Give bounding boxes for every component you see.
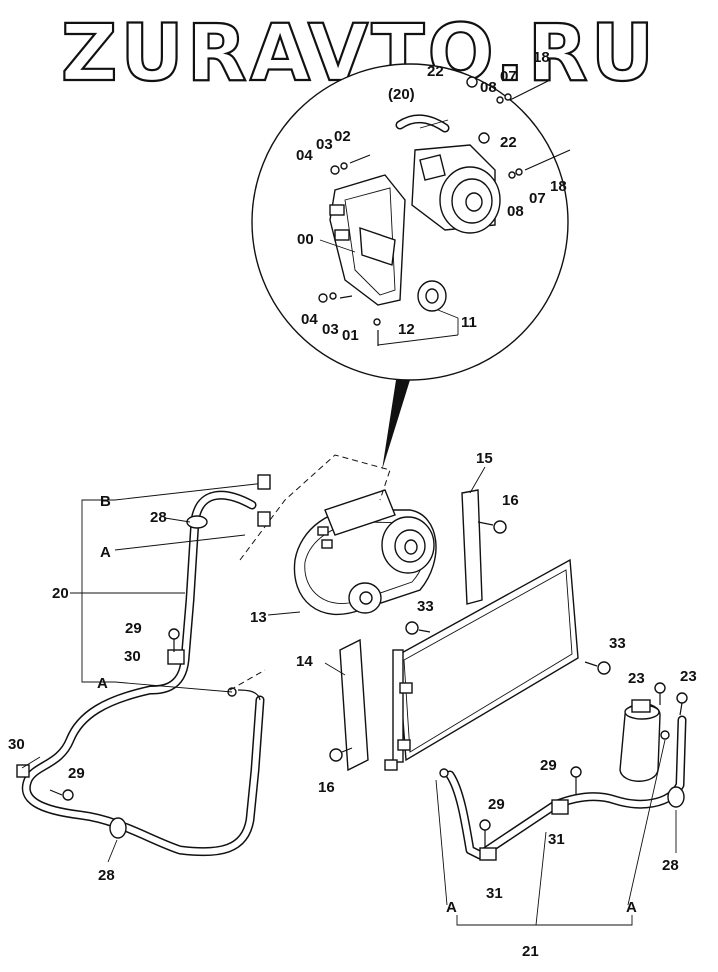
hose-20 — [21, 490, 265, 857]
label-29-upper: 29 — [125, 620, 142, 637]
bolts — [49, 520, 688, 848]
ref-B: B — [100, 493, 111, 510]
bracket-14 — [339, 638, 369, 772]
label-07-lower: 07 — [529, 190, 546, 207]
label-29-left: 29 — [68, 765, 85, 782]
label-28-top: 28 — [150, 509, 167, 526]
label-13: 13 — [250, 609, 267, 626]
label-28-right: 28 — [662, 857, 679, 874]
label-12: 12 — [398, 321, 415, 338]
label-04-lower: 04 — [301, 311, 318, 328]
label-31-lower: 31 — [486, 885, 503, 902]
label-22-lower: 22 — [500, 134, 517, 151]
ref-A-upper: A — [100, 544, 111, 561]
label-30-upper: 30 — [124, 648, 141, 665]
label-08-upper: 08 — [480, 79, 497, 96]
label-29-center: 29 — [488, 796, 505, 813]
label-00: 00 — [297, 231, 314, 248]
label-21: 21 — [522, 943, 539, 960]
condenser — [384, 558, 579, 771]
fitting-upper — [257, 474, 271, 490]
label-22-upper: 22 — [427, 63, 444, 80]
detail-view: 00 01 02 03 03 04 04 07 07 08 08 11 12 1… — [251, 49, 571, 470]
label-33-right: 33 — [609, 635, 626, 652]
label-20-detail: (20) — [388, 86, 415, 103]
clamp-28-right — [667, 786, 685, 808]
clamp-31-right — [551, 799, 569, 815]
label-23-left: 23 — [628, 670, 645, 687]
label-18-upper: 18 — [533, 49, 550, 66]
ref-A-left: A — [97, 675, 108, 692]
label-28-left: 28 — [98, 867, 115, 884]
label-14: 14 — [296, 653, 313, 670]
watermark-text: ZURAVTO.RU — [61, 9, 657, 99]
idler-pulley-detail — [417, 280, 447, 312]
label-23-right: 23 — [680, 668, 697, 685]
hose-21 — [445, 715, 687, 860]
label-04-upper: 04 — [296, 147, 313, 164]
label-18-lower: 18 — [550, 178, 567, 195]
label-07-upper: 07 — [500, 68, 517, 85]
clamp-30-upper — [167, 649, 185, 665]
ref-A-bottom-right: A — [626, 899, 637, 916]
label-08-lower: 08 — [507, 203, 524, 220]
fitting-lower — [257, 511, 271, 527]
label-01: 01 — [342, 327, 359, 344]
compressor-bracket — [329, 174, 406, 306]
compressor-belt-assembly — [293, 489, 437, 615]
label-31-right: 31 — [548, 831, 565, 848]
clamp-28-upper — [186, 515, 208, 529]
label-33-upper: 33 — [417, 598, 434, 615]
label-02: 02 — [334, 128, 351, 145]
label-03-lower: 03 — [322, 321, 339, 338]
long-bolt-lower — [524, 149, 571, 171]
clamp-31-left — [479, 847, 497, 861]
ref-A-bottom-left: A — [446, 899, 457, 916]
label-16-upper: 16 — [502, 492, 519, 509]
receiver-drier — [619, 699, 661, 782]
label-11: 11 — [461, 314, 477, 331]
label-16-lower: 16 — [318, 779, 335, 796]
label-20: 20 — [52, 585, 69, 602]
label-29-right: 29 — [540, 757, 557, 774]
label-15: 15 — [476, 450, 493, 467]
label-03-upper: 03 — [316, 136, 333, 153]
leader-lines — [21, 466, 677, 926]
clamp-30-lower — [16, 764, 30, 778]
label-30-left: 30 — [8, 736, 25, 753]
compressor-detail — [411, 144, 501, 234]
long-bolt-upper — [509, 79, 551, 101]
bracket-15 — [461, 489, 483, 605]
detail-callout-pointer — [382, 380, 410, 470]
clamp-28-lower — [109, 817, 127, 839]
